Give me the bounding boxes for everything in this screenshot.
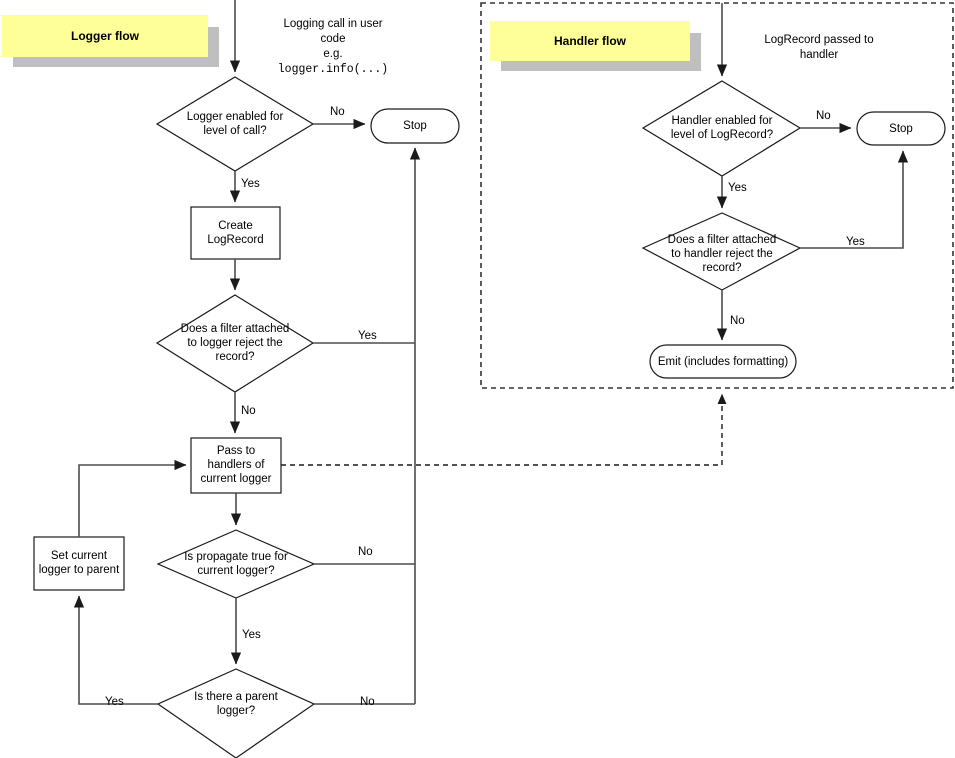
handler-entry-caption: LogRecord passed to handler <box>729 33 909 63</box>
edge-label-handler-filter-no: No <box>730 315 745 327</box>
edge-label-propagate-no: No <box>358 546 373 558</box>
node-stop-logger <box>370 108 460 144</box>
node-is-propagate <box>156 529 316 599</box>
node-set-current-logger <box>33 536 125 591</box>
logger-flow-banner: Logger flow <box>2 15 208 57</box>
logger-entry-code: logger.info(...) <box>277 63 389 76</box>
node-emit <box>649 344 797 379</box>
edge-label-logger-enabled-yes: Yes <box>241 178 260 190</box>
edge-label-propagate-yes: Yes <box>242 629 261 641</box>
handler-flow-container <box>480 2 954 389</box>
edge-pass-to-handler-flow <box>281 393 727 466</box>
logger-entry-caption: Logging call in user code e.g. logger.in… <box>243 17 423 77</box>
edge-label-logger-filter-yes: Yes <box>358 330 377 342</box>
edge-handler-filter-yes <box>800 150 909 249</box>
handler-entry-line2: handler <box>799 49 839 61</box>
edge-label-parent-no: No <box>360 696 375 708</box>
edge-label-logger-enabled-no: No <box>330 106 345 118</box>
node-pass-to-handlers <box>190 437 282 494</box>
node-logger-filter-reject <box>155 294 315 393</box>
edge-label-handler-enabled-no: No <box>816 110 831 122</box>
node-stop-handler <box>856 111 946 146</box>
edge-label-parent-yes: Yes <box>105 696 124 708</box>
edge-label-handler-filter-yes: Yes <box>846 236 865 248</box>
edge-set-parent-to-pass <box>78 459 187 537</box>
logger-entry-line3: e.g. <box>323 48 343 60</box>
handler-entry-line1: LogRecord passed to <box>764 34 874 46</box>
node-logger-enabled <box>155 76 315 172</box>
logger-entry-line2: code <box>320 33 346 45</box>
logger-entry-line1: Logging call in user <box>283 18 383 30</box>
edge-label-handler-enabled-yes: Yes <box>728 182 747 194</box>
edge-parent-yes <box>73 595 158 705</box>
node-is-parent-logger <box>156 668 316 758</box>
edge-label-logger-filter-no: No <box>241 405 256 417</box>
node-create-logrecord <box>190 206 281 260</box>
node-handler-enabled <box>641 80 802 177</box>
node-handler-filter-reject <box>641 212 802 291</box>
handler-flow-banner: Handler flow <box>490 21 690 61</box>
